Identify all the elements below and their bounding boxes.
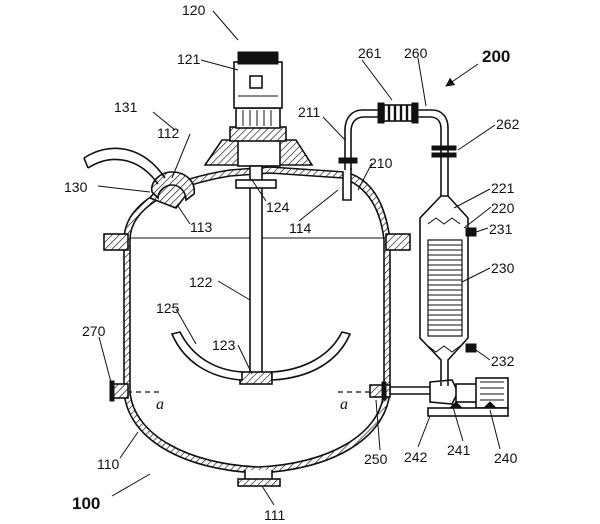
label-120: 120 bbox=[182, 2, 206, 18]
anchor-paddle bbox=[170, 331, 243, 381]
label-113: 113 bbox=[190, 219, 213, 235]
label-250: 250 bbox=[364, 451, 388, 467]
valve-211 bbox=[338, 157, 358, 164]
riser-pipe-outer bbox=[344, 109, 378, 170]
flange-262-top bbox=[431, 145, 457, 151]
flange-262-bottom bbox=[431, 152, 457, 158]
pump-241 bbox=[429, 379, 459, 405]
drive-base-window bbox=[237, 139, 281, 167]
bellows-flange-right bbox=[411, 102, 419, 124]
condenser bbox=[419, 195, 477, 387]
left-support-lug bbox=[103, 233, 129, 251]
label-131: 131 bbox=[114, 99, 138, 115]
label-122: 122 bbox=[189, 274, 213, 290]
label-112: 112 bbox=[157, 125, 180, 141]
label-241: 241 bbox=[447, 442, 471, 458]
label-211: 211 bbox=[298, 104, 321, 120]
label-114: 114 bbox=[289, 220, 312, 236]
feed-hose-inner bbox=[87, 158, 159, 185]
feed-port bbox=[83, 147, 196, 209]
reference-labels: 120 121 131 112 130 113 124 114 211 210 … bbox=[64, 2, 520, 523]
shaft-arm bbox=[235, 179, 277, 189]
label-110: 110 bbox=[97, 456, 120, 472]
left-nozzle-270 bbox=[109, 380, 129, 402]
leader-lines bbox=[97, 10, 501, 506]
label-124: 124 bbox=[266, 199, 290, 215]
label-111: 111 bbox=[264, 507, 285, 523]
label-270: 270 bbox=[82, 323, 106, 339]
riser-pipe-inner bbox=[350, 116, 378, 170]
label-240: 240 bbox=[494, 450, 518, 466]
label-220: 220 bbox=[491, 200, 515, 216]
label-200: 200 bbox=[482, 47, 510, 66]
motor-terminal-box bbox=[249, 75, 263, 89]
top-pipe-inner bbox=[418, 116, 442, 196]
label-123: 123 bbox=[212, 337, 236, 353]
label-260: 260 bbox=[404, 45, 428, 61]
return-nozzle-flange bbox=[381, 381, 387, 401]
label-125: 125 bbox=[156, 300, 180, 316]
pump-motor-fins bbox=[480, 381, 504, 401]
coolant-outlet-232 bbox=[465, 343, 477, 353]
top-pipe-outer bbox=[418, 109, 449, 196]
left-nozzle-flange bbox=[109, 380, 115, 402]
bellows-flange-left bbox=[377, 102, 385, 124]
coupling-ribs bbox=[242, 110, 272, 126]
pump-coupling bbox=[455, 383, 479, 403]
coolant-inlet-231 bbox=[465, 227, 477, 237]
bellows-ribs bbox=[387, 105, 409, 121]
agitator-drive bbox=[203, 51, 314, 167]
bottom-outlet-flange bbox=[237, 478, 281, 487]
label-a-right: a bbox=[340, 396, 348, 413]
right-support-lug bbox=[385, 233, 411, 251]
label-a-left: a bbox=[156, 396, 164, 413]
label-210: 210 bbox=[369, 155, 393, 171]
return-line bbox=[369, 377, 509, 417]
coupling-flange bbox=[229, 126, 287, 142]
feed-hose-outer bbox=[83, 147, 166, 179]
label-232: 232 bbox=[491, 353, 515, 369]
anchor-paddle-right bbox=[271, 331, 352, 381]
impeller-hub bbox=[239, 371, 273, 385]
label-221: 221 bbox=[491, 180, 515, 196]
feed-port-112 bbox=[150, 171, 196, 202]
coil-tubes bbox=[427, 239, 463, 337]
label-100: 100 bbox=[72, 494, 100, 513]
vapor-line bbox=[338, 102, 457, 201]
label-262: 262 bbox=[496, 116, 520, 132]
label-242: 242 bbox=[404, 449, 428, 465]
agitator-shaft bbox=[249, 165, 263, 381]
label-231: 231 bbox=[489, 221, 513, 237]
label-130: 130 bbox=[64, 179, 88, 195]
coil-bottom bbox=[427, 345, 461, 353]
label-230: 230 bbox=[491, 260, 515, 276]
motor-cap bbox=[237, 51, 279, 65]
coil-top bbox=[427, 217, 461, 225]
vapor-nozzle bbox=[342, 168, 352, 201]
label-261: 261 bbox=[358, 45, 382, 61]
return-nozzle-250 bbox=[369, 384, 391, 398]
pump-base-242 bbox=[427, 407, 509, 417]
agitator-shaft-assembly bbox=[170, 165, 352, 385]
label-121: 121 bbox=[177, 51, 201, 67]
pump-foot-2 bbox=[482, 401, 498, 409]
